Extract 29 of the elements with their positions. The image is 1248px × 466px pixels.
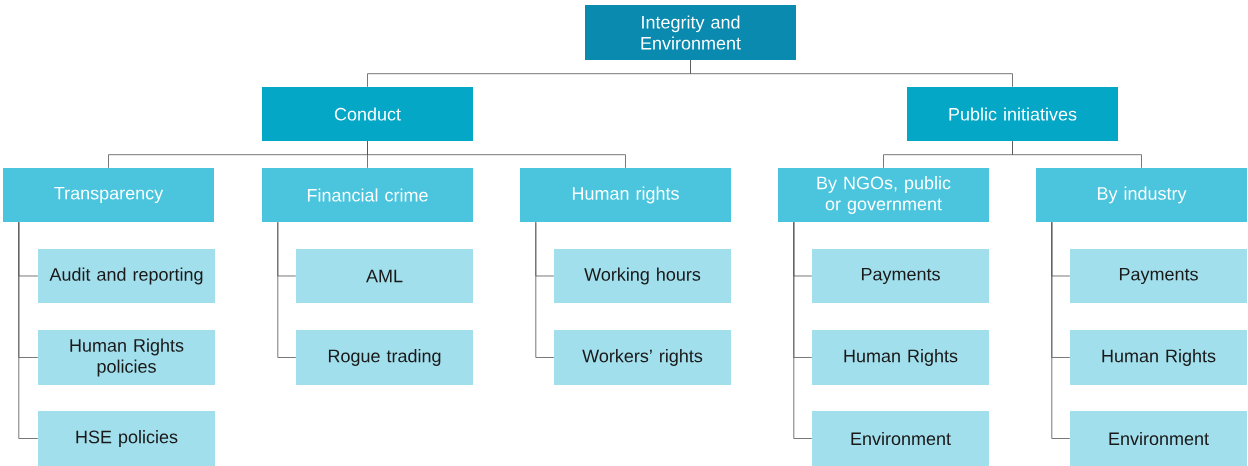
connector-line — [367, 140, 626, 169]
subcategory-box: By industry — [1036, 168, 1247, 222]
item-box: Environment — [1070, 411, 1247, 466]
subcategory-box: Financial crime — [262, 168, 473, 222]
item-box: Workers’ rights — [554, 330, 731, 385]
item-box: HSE policies — [38, 411, 215, 466]
category-box: Conduct — [262, 87, 473, 141]
connector-line — [1051, 221, 1071, 439]
connector-line — [690, 59, 1013, 88]
connector-line — [1012, 140, 1142, 169]
subcategory-box: By NGOs, public or government — [778, 168, 989, 222]
item-box: AML — [296, 249, 473, 303]
subcategory-box: Human rights — [520, 168, 731, 222]
item-box: Payments — [1070, 249, 1247, 303]
root-box: Integrity and Environment — [585, 5, 796, 60]
connector-line — [793, 221, 813, 439]
item-box: Rogue trading — [296, 330, 473, 385]
item-box: Payments — [812, 249, 989, 303]
connector-line — [18, 221, 39, 439]
item-box: Human Rights policies — [38, 330, 215, 385]
connector-line — [535, 221, 555, 358]
category-box: Public initiatives — [907, 87, 1118, 141]
connector-line — [277, 221, 297, 358]
item-box: Human Rights — [812, 330, 989, 385]
item-box: Working hours — [554, 249, 731, 303]
item-box: Audit and reporting — [38, 249, 215, 303]
item-box: Human Rights — [1070, 330, 1247, 385]
item-box: Environment — [812, 411, 989, 466]
subcategory-box: Transparency — [3, 168, 214, 222]
